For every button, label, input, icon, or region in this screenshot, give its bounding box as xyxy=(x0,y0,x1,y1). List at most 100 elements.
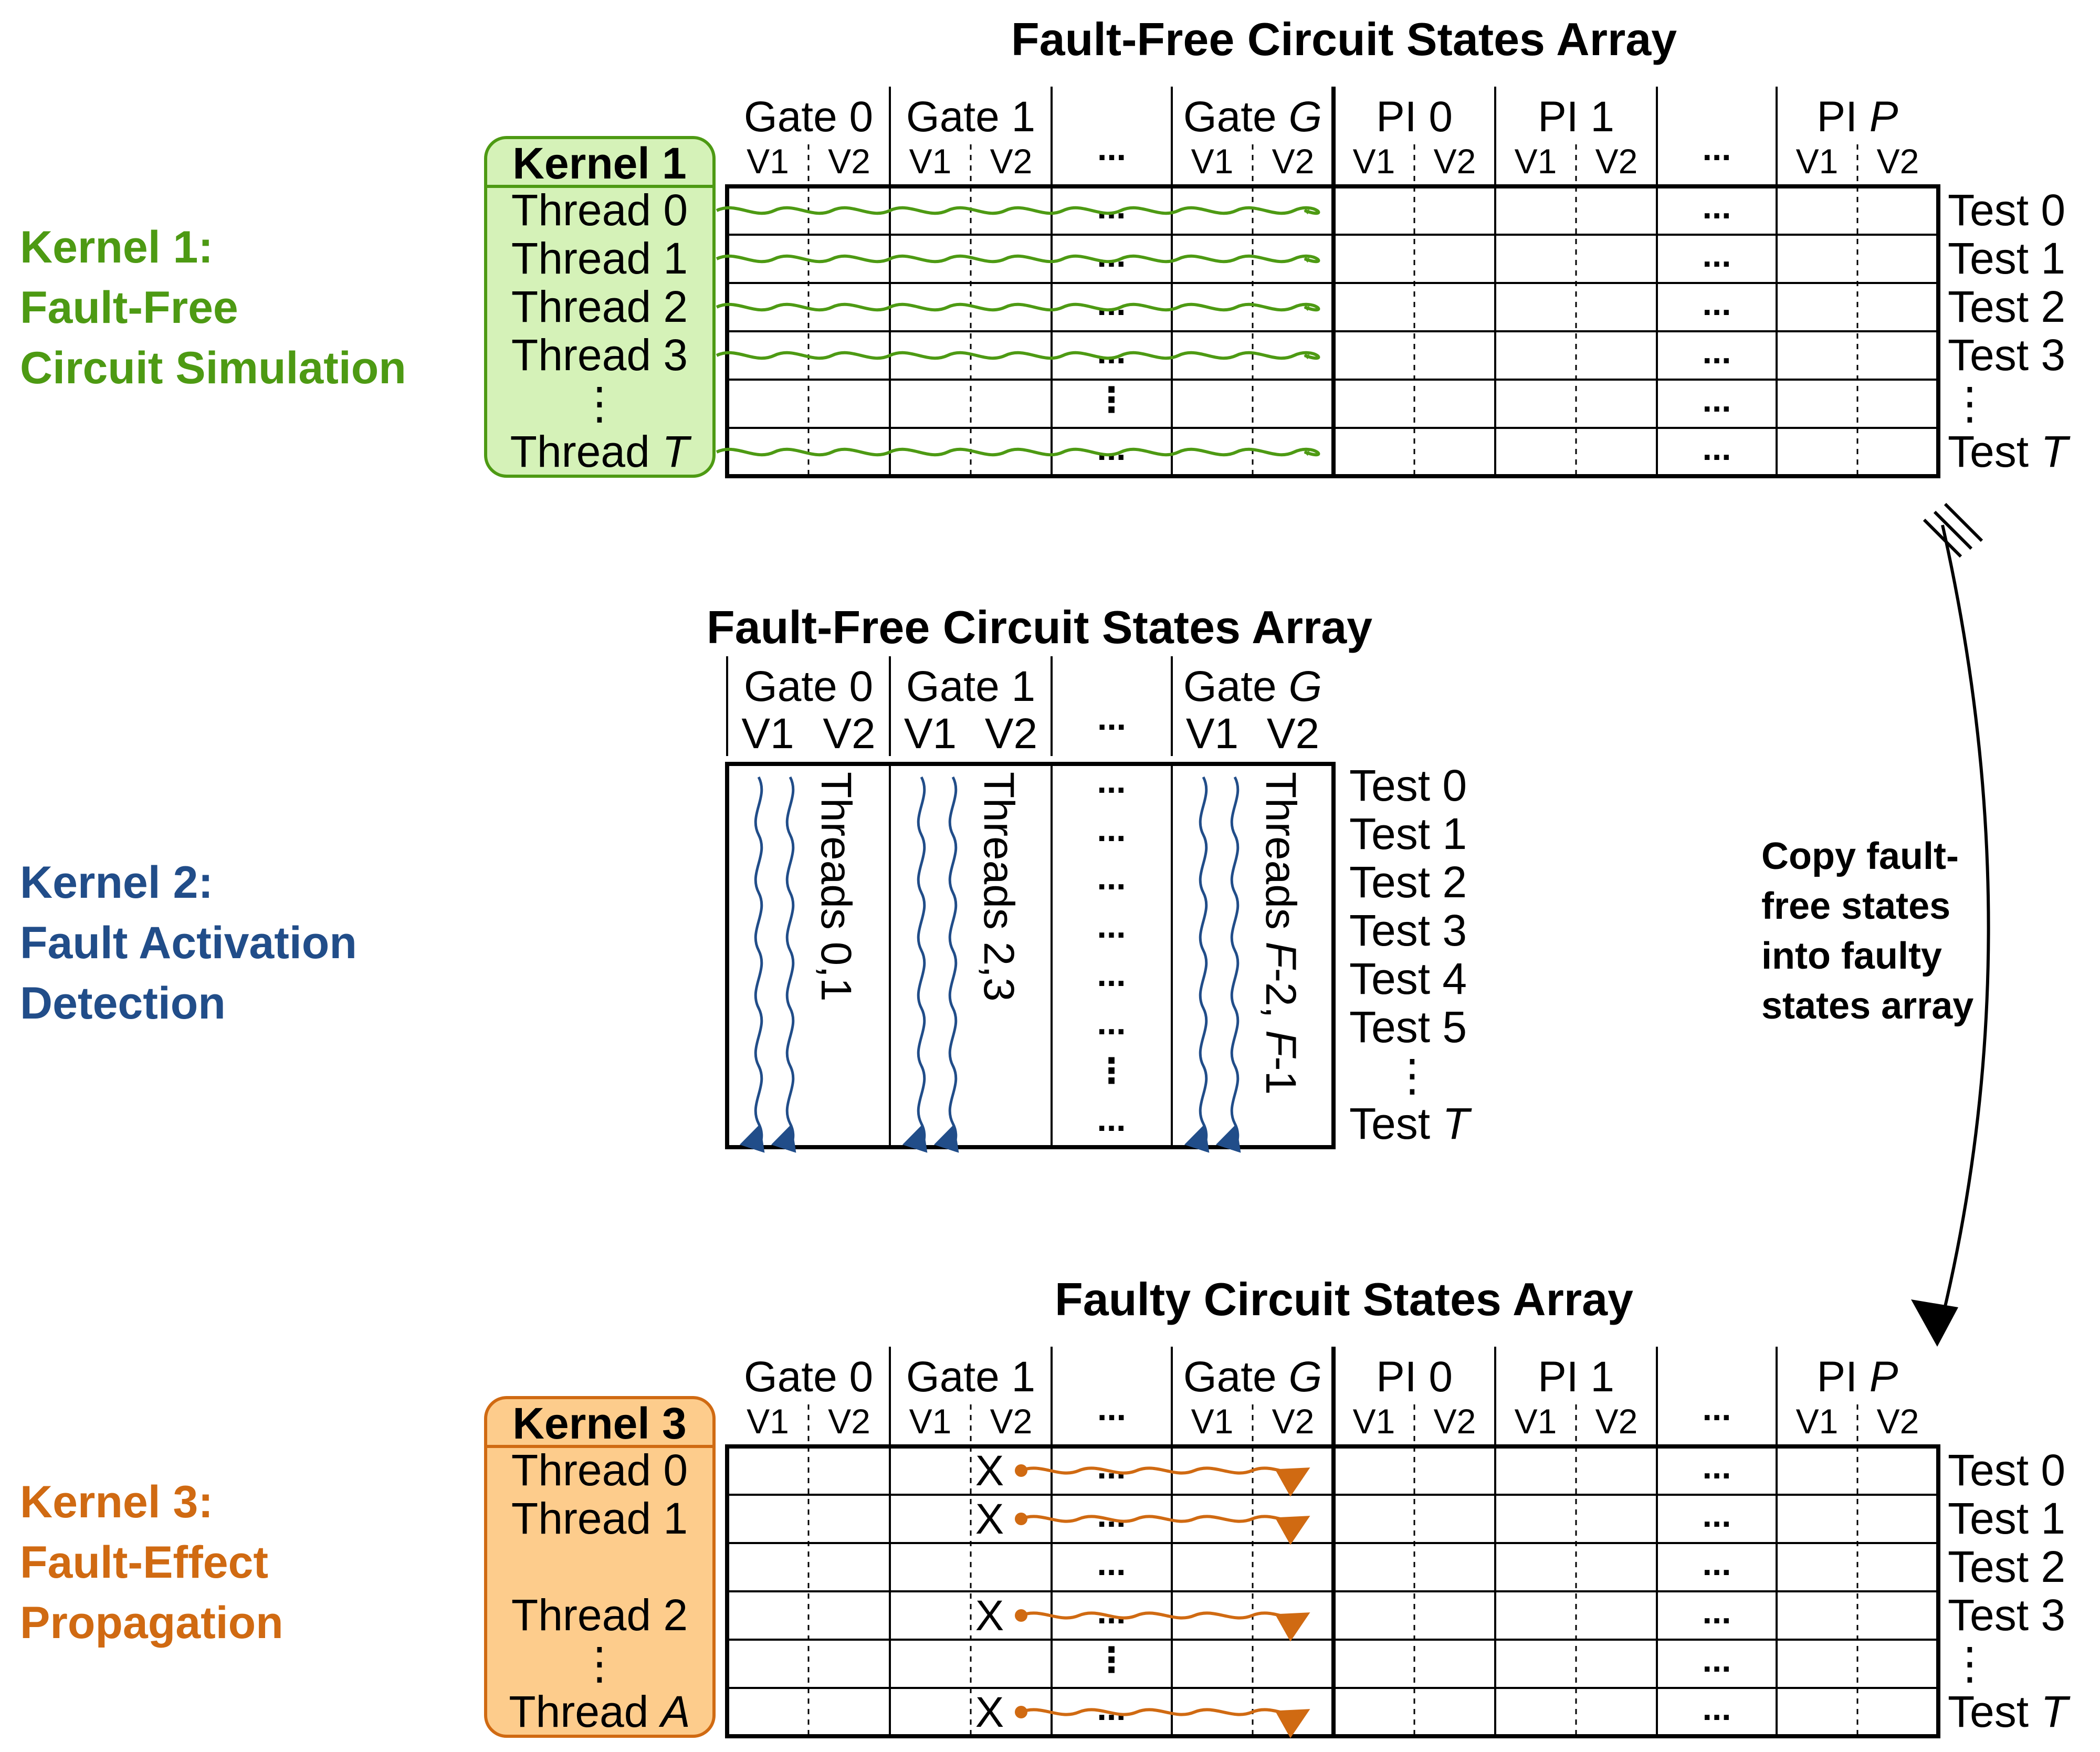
cell-ellipsis: ... xyxy=(1097,954,1126,993)
subcolumn-v1: V1 xyxy=(1515,1402,1557,1441)
cell-ellipsis: ... xyxy=(1097,332,1126,371)
subcolumn-v2: V2 xyxy=(1877,142,1919,181)
test-label: Test T xyxy=(1349,1099,1472,1148)
subcolumn-v1: V1 xyxy=(1515,142,1557,181)
test-label: Test 2 xyxy=(1948,1542,2065,1591)
column-header-pi-p: PI P xyxy=(1817,1353,1898,1401)
cell-ellipsis: ... xyxy=(1702,332,1731,371)
thread-path xyxy=(1184,776,1210,1153)
kernel2-desc-line: Kernel 2: xyxy=(20,857,213,908)
subcolumn-v1: V1 xyxy=(1796,1402,1839,1441)
thread-label: Thread 3 xyxy=(511,330,688,380)
column-header-gate-g: Gate G xyxy=(1183,663,1322,710)
panel2-title: Fault-Free Circuit States Array xyxy=(707,601,1372,653)
subcolumn-v1: V1 xyxy=(1186,710,1238,758)
test-label: Test 3 xyxy=(1948,330,2065,380)
column-header-ellipsis: ... xyxy=(1702,129,1731,167)
cell-ellipsis: ... xyxy=(1702,1592,1731,1631)
column-header-pi-0: PI 0 xyxy=(1376,1353,1453,1401)
cell-ellipsis: ... xyxy=(1097,187,1126,226)
test-label: Test 3 xyxy=(1349,906,1467,955)
cell-ellipsis: ... xyxy=(1702,1544,1731,1582)
subcolumn-v2: V2 xyxy=(1272,1402,1315,1441)
cell-ellipsis: ... xyxy=(1702,235,1731,274)
kernel3-desc-line: Kernel 3: xyxy=(20,1477,213,1527)
cell-ellipsis: ... xyxy=(1702,380,1731,419)
copy-label-line: states array xyxy=(1761,985,1973,1027)
copy-arrow-tail xyxy=(1923,502,1983,558)
test-label: ⋮ xyxy=(1948,1639,1992,1688)
kernel3-desc-line: Propagation xyxy=(20,1598,284,1648)
test-label: Test 5 xyxy=(1349,1002,1467,1052)
subcolumn-v2: V2 xyxy=(828,142,870,181)
cell-ellipsis: ... xyxy=(1097,810,1126,848)
column-header-gate-g: Gate G xyxy=(1183,1353,1322,1401)
column-header-ellipsis: ... xyxy=(1097,1389,1126,1428)
subcolumn-v2: V2 xyxy=(1272,142,1315,181)
cell-ellipsis: ... xyxy=(1097,1447,1126,1486)
copy-label-line: free states xyxy=(1761,885,1950,927)
thread-group-label: Threads 2,3 xyxy=(975,772,1023,1002)
test-label: Test 2 xyxy=(1349,857,1467,907)
panel3-title: Faulty Circuit States Array xyxy=(1055,1273,1633,1325)
subcolumn-v2: V2 xyxy=(985,710,1037,758)
cell-ellipsis: ... xyxy=(1097,284,1126,322)
test-label: Test 1 xyxy=(1948,234,2065,283)
copy-arrow-head xyxy=(1911,1299,1958,1347)
fault-mark: X xyxy=(975,1688,1004,1736)
column-header-ellipsis: ... xyxy=(1097,129,1126,167)
test-label: Test 0 xyxy=(1948,1445,2065,1495)
subcolumn-v2: V2 xyxy=(1595,1402,1638,1441)
copy-arrow-line xyxy=(1936,524,1990,1339)
thread-path xyxy=(716,351,1320,360)
cell-ellipsis: ... xyxy=(1097,761,1126,800)
column-header-gate-0: Gate 0 xyxy=(744,663,873,710)
subcolumn-v2: V2 xyxy=(828,1402,870,1441)
test-label: Test 1 xyxy=(1948,1494,2065,1543)
kernel1-desc-line: Circuit Simulation xyxy=(20,343,406,393)
thread-path xyxy=(1215,776,1241,1153)
test-label: Test T xyxy=(1948,427,2071,476)
cell-ellipsis: ... xyxy=(1097,1495,1126,1534)
cell-ellipsis: ... xyxy=(1702,284,1731,322)
thread-label: Thread 2 xyxy=(511,1590,688,1640)
subcolumn-v1: V1 xyxy=(1353,1402,1395,1441)
kernel1-thread-box xyxy=(484,136,716,478)
subcolumn-v1: V1 xyxy=(747,142,789,181)
thread-label: Thread 0 xyxy=(511,185,688,235)
cell-ellipsis: ... xyxy=(1097,1592,1126,1631)
test-label: Test 1 xyxy=(1349,809,1467,858)
cell-ellipsis: ... xyxy=(1097,1544,1126,1582)
cell-ellipsis: ⋮ xyxy=(1094,1051,1129,1090)
subcolumn-v2: V2 xyxy=(823,710,875,758)
fault-mark: X xyxy=(975,1495,1004,1543)
cell-ellipsis: ... xyxy=(1702,187,1731,226)
subcolumn-v1: V1 xyxy=(904,710,957,758)
column-header-gate-0: Gate 0 xyxy=(744,93,873,141)
thread-group-label: Threads F-2, F-1 xyxy=(1257,772,1305,1095)
test-label: Test 0 xyxy=(1349,761,1467,810)
test-label: Test 4 xyxy=(1349,954,1467,1003)
thread-label: Thread 0 xyxy=(511,1445,688,1495)
kernel3-description: Kernel 3: Fault-Effect Propagation xyxy=(20,1477,284,1648)
test-label: ⋮ xyxy=(1390,1051,1434,1100)
column-header-gate-1: Gate 1 xyxy=(906,1353,1035,1401)
kernel1-description: Kernel 1: Fault-Free Circuit Simulation xyxy=(20,222,406,393)
copy-label-line: into faulty xyxy=(1761,935,1942,977)
column-header-pi-1: PI 1 xyxy=(1538,1353,1614,1401)
thread-label: ⋮ xyxy=(578,1639,622,1688)
test-label: Test 2 xyxy=(1948,282,2065,331)
cell-ellipsis: ... xyxy=(1097,428,1126,467)
column-header-gate-g: Gate G xyxy=(1183,93,1322,141)
cell-ellipsis: ... xyxy=(1702,1495,1731,1534)
subcolumn-v1: V1 xyxy=(741,710,794,758)
copy-arrow: Copy fault- free states into faulty stat… xyxy=(1761,502,1990,1347)
subcolumn-v2: V2 xyxy=(990,142,1033,181)
panel1-thread-paths xyxy=(716,206,1320,457)
kernel2-description: Kernel 2: Fault Activation Detection xyxy=(20,857,357,1029)
grid-frame xyxy=(725,762,1336,1149)
